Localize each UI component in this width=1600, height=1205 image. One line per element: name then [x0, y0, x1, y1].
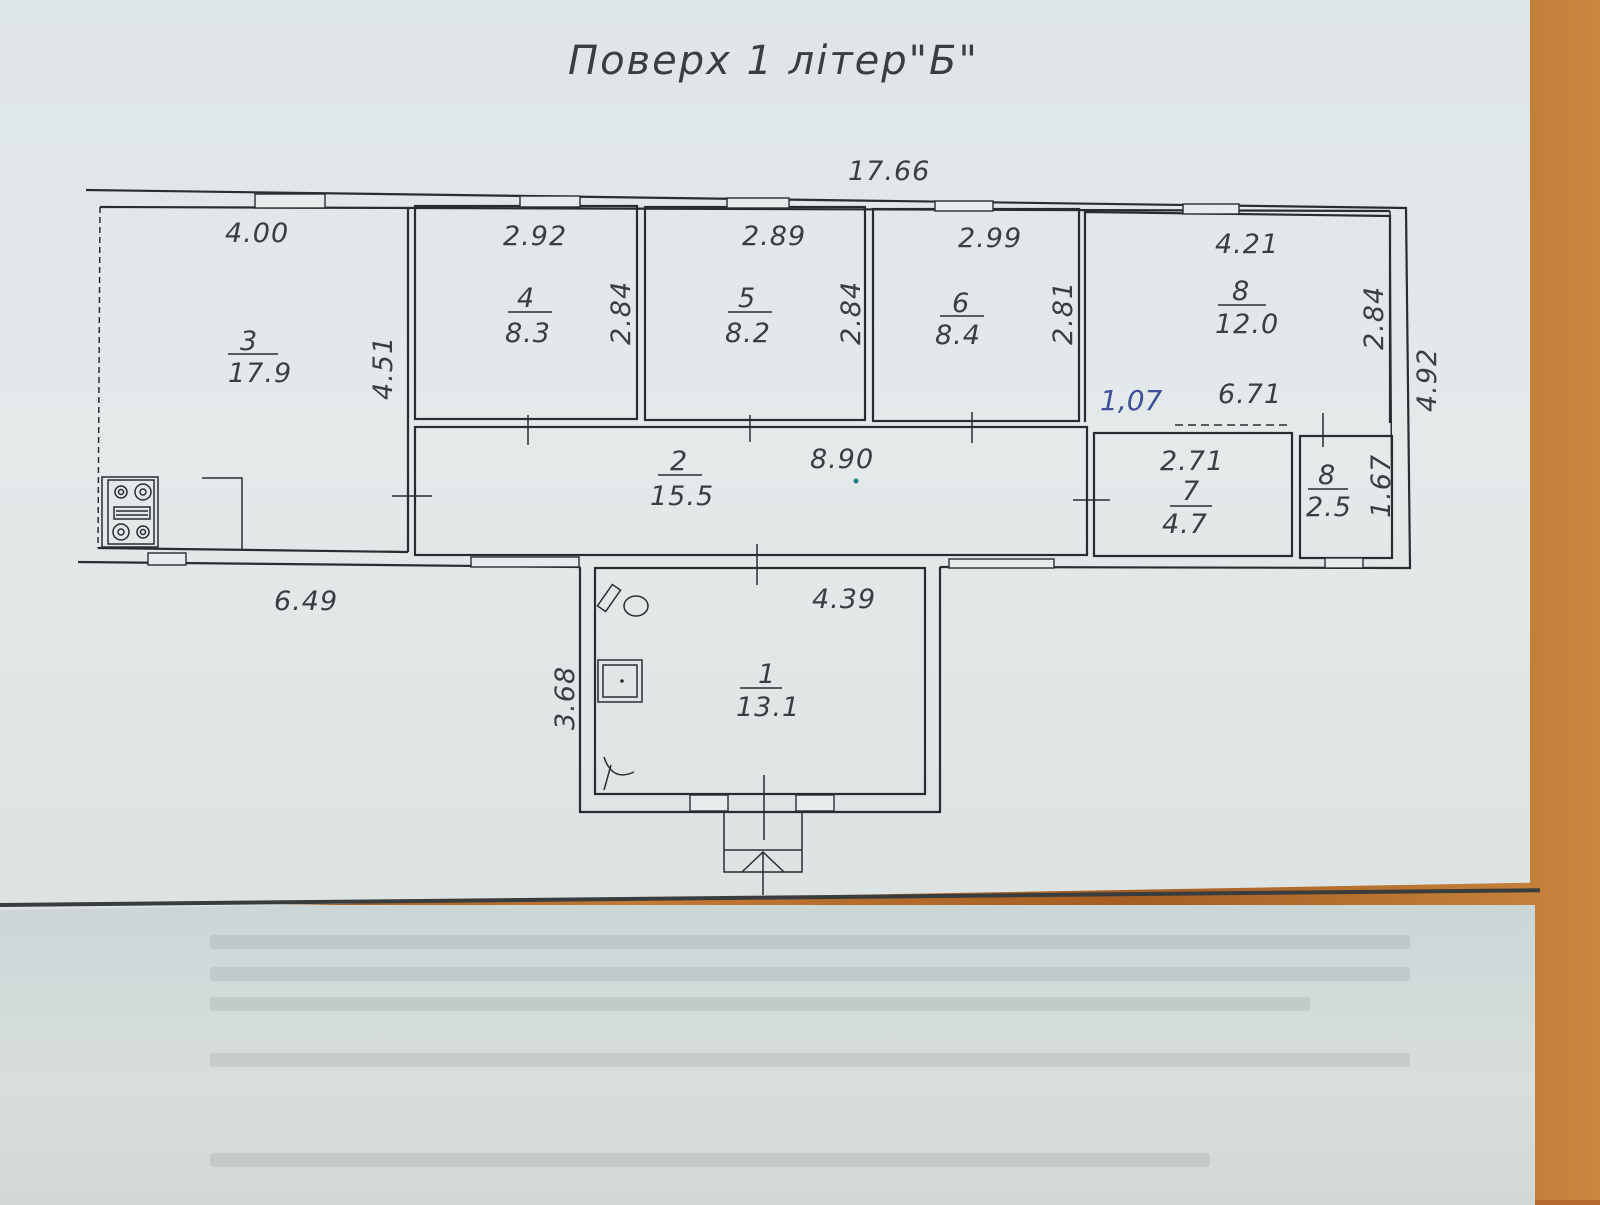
room-3-number: 3: [240, 326, 258, 357]
room-3-area: 17.9: [228, 358, 292, 389]
annex-depth: 3.68: [550, 666, 581, 730]
total-length-dimension: 17.66: [848, 156, 930, 187]
window: [948, 558, 1055, 569]
window: [726, 197, 790, 209]
room-8-number: 8: [1232, 276, 1250, 307]
stove-icon: [101, 476, 159, 548]
room-8-large: 4.21 8 12.0 2.84 6.71 1,07: [1083, 210, 1392, 426]
room-3-width: 4.00: [225, 218, 289, 249]
room-8b-number: 8: [1318, 460, 1336, 491]
window: [470, 556, 580, 568]
room-8b-depth: 1.67: [1366, 454, 1397, 518]
room-4-number: 4: [517, 283, 535, 314]
window: [254, 193, 326, 209]
room-1-area: 13.1: [736, 692, 800, 723]
room-7-number: 7: [1182, 476, 1200, 507]
room-5-area: 8.2: [725, 318, 771, 349]
room-5: 2.89 5 8.2 2.84: [643, 205, 867, 422]
window: [689, 794, 729, 812]
room-5-width: 2.89: [742, 221, 806, 252]
room-2-length: 8.90: [810, 444, 874, 475]
room-3-depth: 4.51: [368, 336, 399, 400]
faded-text-line: [210, 935, 1410, 949]
room-1-annex: 4.39 1 13.1 3.68: [550, 566, 942, 895]
sink-icon: [597, 659, 643, 703]
room-1-width: 4.39: [812, 584, 876, 615]
room-6-area: 8.4: [935, 320, 981, 351]
room-8-small: 8 2.5 1.67: [1298, 413, 1397, 560]
room-2-number: 2: [670, 446, 688, 477]
room-4-area: 8.3: [505, 318, 551, 349]
room-5-depth: 2.84: [836, 281, 867, 345]
faded-text-line: [210, 1153, 1210, 1167]
window: [1182, 203, 1240, 215]
room-6-width: 2.99: [958, 223, 1022, 254]
toilet-icon: [596, 583, 649, 617]
room-6: 2.99 6 8.4 2.81: [871, 207, 1081, 423]
paper-sheet-floor-plan: [0, 0, 1530, 910]
window: [795, 794, 835, 812]
shower-icon: [603, 756, 635, 791]
windows: [147, 193, 1364, 812]
window: [147, 552, 187, 566]
room-6-depth: 2.81: [1048, 281, 1079, 345]
room-7: 2.71 7 4.7: [1092, 431, 1294, 558]
room-8-width: 4.21: [1215, 229, 1279, 260]
room-8-area: 12.0: [1215, 309, 1279, 340]
room-8-depth: 2.84: [1359, 286, 1390, 350]
room-8b-area: 2.5: [1306, 492, 1352, 523]
left-wing-dimension: 6.49: [274, 586, 338, 617]
handwritten-note: 1,07: [1100, 384, 1163, 417]
faded-text-line: [210, 967, 1410, 981]
faded-text-line: [210, 997, 1310, 1011]
right-depth-dimension: 4.92: [1412, 348, 1443, 412]
room-2-area: 15.5: [650, 481, 714, 512]
window: [519, 195, 581, 208]
room-4: 2.92 4 8.3 2.84: [413, 204, 639, 421]
room-4-depth: 2.84: [606, 281, 637, 345]
room-3: 4.00 3 17.9 4.51: [202, 209, 410, 552]
room-5-number: 5: [738, 283, 756, 314]
room-4-width: 2.92: [503, 221, 567, 252]
room-2-corridor: 2 15.5 8.90: [392, 412, 1110, 585]
ink-dot: [853, 478, 859, 484]
room-6-number: 6: [952, 288, 970, 319]
window: [1324, 557, 1364, 569]
room-7-width: 2.71: [1160, 446, 1224, 477]
room-8-length: 6.71: [1218, 379, 1282, 410]
plan-title: Поверх 1 літер"Б": [568, 38, 979, 84]
room-1-number: 1: [758, 659, 776, 690]
window: [934, 200, 994, 212]
paper-sheet-bottom: [0, 905, 1535, 1205]
faded-text-line: [210, 1053, 1410, 1067]
room-7-area: 4.7: [1162, 509, 1208, 540]
